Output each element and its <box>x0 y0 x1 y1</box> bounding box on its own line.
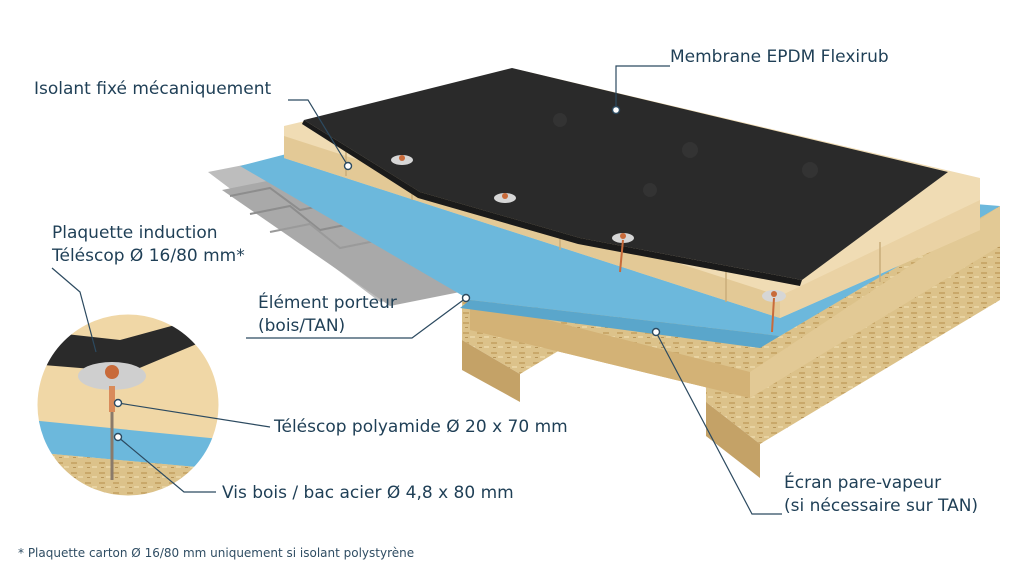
label-ecran-pare-vapeur: Écran pare-vapeur (si nécessaire sur TAN… <box>784 472 978 518</box>
label-isolant: Isolant fixé mécaniquement <box>34 79 272 99</box>
label-plaquette-line2: Téléscop Ø 16/80 mm* <box>52 246 245 266</box>
steel-deck <box>208 154 471 306</box>
label-plaquette: Plaquette induction Téléscop Ø 16/80 mm* <box>52 222 245 268</box>
label-ecran-line1: Écran pare-vapeur <box>784 473 942 493</box>
label-element-line1: Élément porteur <box>258 293 397 313</box>
label-plaquette-line1: Plaquette induction <box>52 223 218 243</box>
label-membrane: Membrane EPDM Flexirub <box>670 47 889 67</box>
label-element-line2: (bois/TAN) <box>258 316 346 336</box>
detail-circle <box>36 313 220 497</box>
label-element-porteur: Élément porteur (bois/TAN) <box>258 292 397 338</box>
epdm-membrane <box>302 68 948 286</box>
label-telescop: Téléscop polyamide Ø 20 x 70 mm <box>274 417 568 437</box>
fasteners <box>391 155 786 333</box>
detail-circle-border <box>34 311 222 499</box>
label-vis: Vis bois / bac acier Ø 4,8 x 80 mm <box>222 483 514 503</box>
label-ecran-line2: (si nécessaire sur TAN) <box>784 496 979 516</box>
footnote: * Plaquette carton Ø 16/80 mm uniquement… <box>18 546 415 560</box>
leader-dots <box>113 105 661 442</box>
leader-lines <box>51 65 782 515</box>
